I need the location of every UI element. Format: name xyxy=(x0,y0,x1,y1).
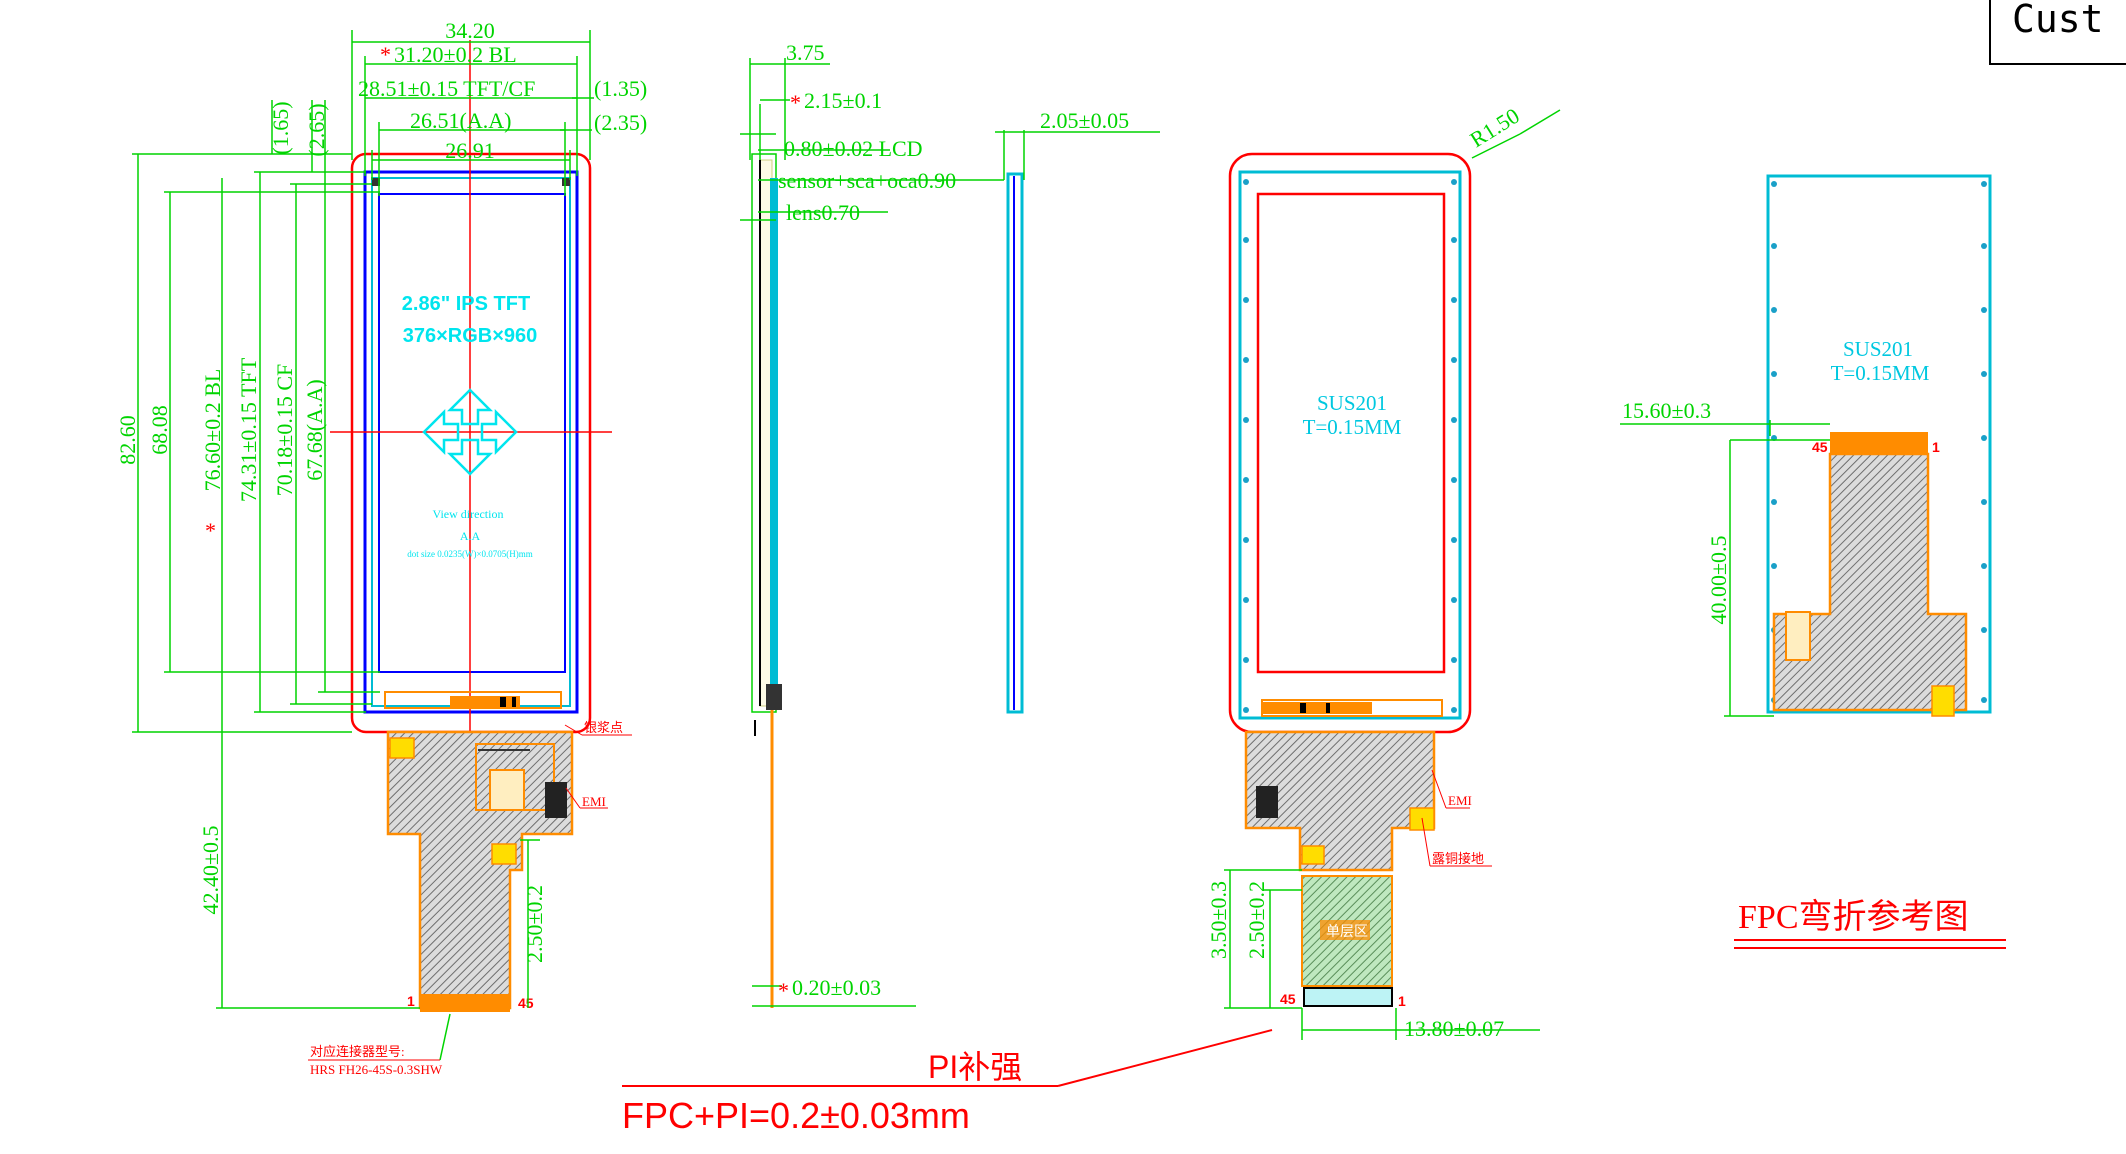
bent-plate xyxy=(1766,174,1992,714)
dim-width-total: 34.20 xyxy=(445,18,495,43)
fpc-pi-thickness-label: FPC+PI=0.2±0.03mm xyxy=(622,1095,970,1136)
view-direction-label: View direction xyxy=(433,507,504,521)
panel-size-label: 2.86" IPS TFT xyxy=(402,293,530,315)
back-view: SUS201 T=0.15MM R1.50 45 1 单层区 EMI 露铜接地 xyxy=(1206,103,1561,1041)
dim-back-fpc-350: 3.50±0.3 xyxy=(1206,881,1231,959)
bent-thickness-label: T=0.15MM xyxy=(1831,361,1930,385)
back-plate-rivets xyxy=(1243,179,1457,713)
dim-width-aa-side: (2.35) xyxy=(594,110,647,135)
dim-thick-215: 2.15±0.1 xyxy=(804,88,882,113)
dim-width-bl: 31.20±0.2 BL xyxy=(394,42,517,67)
dim-width-tft-side: (1.35) xyxy=(594,76,647,101)
back-thickness-label: T=0.15MM xyxy=(1303,415,1402,439)
dim-star-bl-height: * xyxy=(205,518,216,543)
connector-model: HRS FH26-45S-0.3SHW xyxy=(310,1062,443,1077)
dim-thick-sensor: sensor+sca+oca0.90 xyxy=(778,168,956,193)
dim-thick-205: 2.05±0.05 xyxy=(1040,108,1129,133)
bl-outline xyxy=(350,152,592,734)
dim-thick-lens: lens0.70 xyxy=(786,200,860,225)
dim-width-inner: 26.91 xyxy=(445,138,495,163)
dim-radius: R1.50 xyxy=(1465,103,1523,152)
dot-size-label: dot size 0.0235(W)×0.0705(H)mm xyxy=(407,549,533,559)
dim-bent-offset: 15.60±0.3 xyxy=(1622,398,1711,423)
back-pin-right: 1 xyxy=(1398,993,1406,1009)
bent-pin-right: 1 xyxy=(1932,439,1940,455)
dim-height-6808: 68.08 xyxy=(147,405,172,455)
back-pin-left: 45 xyxy=(1280,991,1296,1007)
panel-resolution-label: 376×RGB×960 xyxy=(403,325,538,347)
dim-back-fpc-width: 13.80±0.07 xyxy=(1404,1016,1504,1041)
single-layer-callout: 单层区 xyxy=(1326,924,1368,940)
glue-point-callout: 银浆点 xyxy=(584,720,623,735)
back-fpc-body xyxy=(1244,730,1436,872)
connector-title: 对应连接器型号: xyxy=(310,1044,405,1059)
back-plate xyxy=(1238,170,1462,720)
back-outline xyxy=(1228,152,1472,734)
view-direction-sub: A.A xyxy=(460,529,481,543)
dim-height-bl: 76.60±0.2 BL xyxy=(200,369,225,492)
dim-v-265: (2.65) xyxy=(304,103,329,156)
bent-fpc-body xyxy=(1772,452,1968,712)
view-direction-arrows-icon xyxy=(422,388,518,476)
dim-star-215: * xyxy=(790,90,801,115)
front-pin-left: 1 xyxy=(407,993,415,1009)
dim-fpc-thickness: 0.20±0.03 xyxy=(792,975,881,1000)
pi-stiffener-label: PI补强 xyxy=(928,1049,1022,1085)
back-emi-callout: EMI xyxy=(1448,793,1472,808)
dim-back-fpc-250: 2.50±0.2 xyxy=(1244,881,1269,959)
active-area xyxy=(378,193,566,673)
fpc-body xyxy=(386,730,574,1010)
tft-frame xyxy=(363,170,579,714)
front-emi-callout: EMI xyxy=(582,794,606,809)
dim-width-aa: 26.51(A.A) xyxy=(410,108,511,133)
dim-thick-total: 3.75 xyxy=(786,40,825,65)
dim-bent-fpc-length: 40.00±0.5 xyxy=(1706,535,1731,624)
fpc-gold-fingers xyxy=(420,994,510,1012)
dim-height-tft: 74.31±0.15 TFT xyxy=(236,357,261,502)
front-pin-right: 45 xyxy=(518,995,534,1011)
back-sus-label: SUS201 xyxy=(1317,391,1387,415)
customer-box-label: Cust xyxy=(2012,0,2104,41)
dim-width-tft: 28.51±0.15 TFT/CF xyxy=(358,76,535,101)
dim-height-cf: 70.18±0.15 CF xyxy=(272,364,297,496)
dim-fpc-tab: 2.50±0.2 xyxy=(522,885,547,963)
bent-pin-left: 45 xyxy=(1812,439,1828,455)
side-view: 3.75 * 2.15±0.1 0.80±0.02 LCD sensor+sca… xyxy=(622,40,1273,1136)
back-window xyxy=(1256,192,1446,674)
dim-fpc-length: 42.40±0.5 xyxy=(198,825,223,914)
dim-v-165: (1.65) xyxy=(268,101,293,154)
copper-ground-callout: 露铜接地 xyxy=(1432,851,1484,866)
front-view: 2.86" IPS TFT 376×RGB×960 View direction… xyxy=(115,18,647,1077)
bent-view-title: FPC弯折参考图 xyxy=(1738,898,1969,936)
dim-star-fpc: * xyxy=(778,978,789,1003)
bent-view: SUS201 T=0.15MM 45 1 15.60±0.3 40.00±0.5… xyxy=(1620,174,2006,949)
dim-height-total: 82.60 xyxy=(115,415,140,465)
dim-height-aa: 67.68(A.A) xyxy=(302,379,327,480)
dim-star-bl-width: * xyxy=(380,42,391,67)
dim-thick-lcd: 0.80±0.02 LCD xyxy=(784,136,923,161)
customer-box: Cust xyxy=(1989,0,2126,65)
bent-sus-label: SUS201 xyxy=(1843,337,1913,361)
